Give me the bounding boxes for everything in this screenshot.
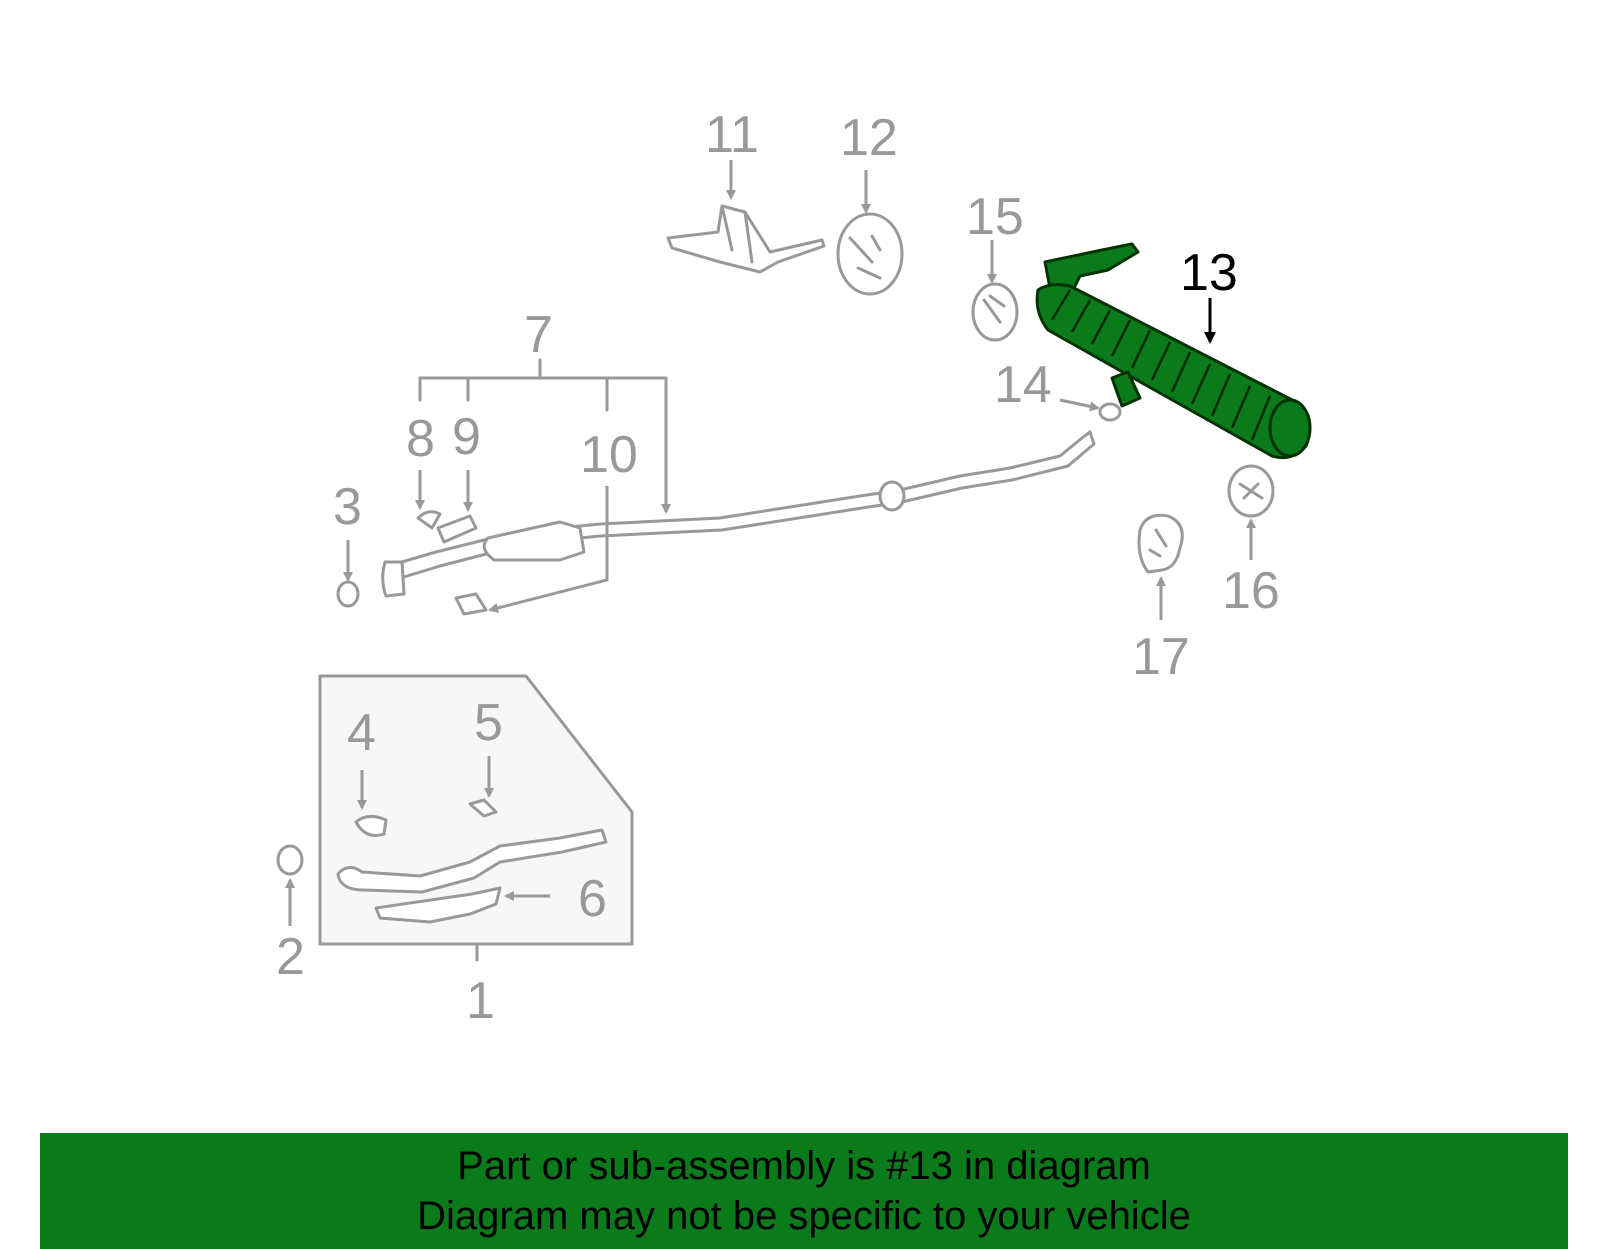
callout-labels: 11 12 15 13 14 7 8 9 10 3 16 17 4 5 6 2 … [276, 106, 1280, 1030]
part-13-muffler [1035, 242, 1312, 460]
callout-1: 1 [466, 972, 495, 1030]
part-17-hanger [1137, 513, 1184, 574]
banner-line-2: Diagram may not be specific to your vehi… [417, 1194, 1191, 1238]
part-11-bracket [666, 204, 826, 274]
callout-8: 8 [406, 410, 435, 468]
callout-17: 17 [1132, 628, 1190, 686]
part-14-gasket [1098, 402, 1122, 422]
callout-15: 15 [966, 188, 1024, 246]
part-12-insulator [836, 212, 904, 296]
callout-9: 9 [452, 408, 481, 466]
callout-2: 2 [276, 928, 305, 986]
inset-box [276, 674, 634, 946]
part-7-pipe-assembly [336, 430, 1096, 616]
info-banner: Part or sub-assembly is #13 in diagram D… [40, 1133, 1568, 1249]
callout-6: 6 [578, 870, 607, 928]
banner-line-1: Part or sub-assembly is #13 in diagram [457, 1144, 1151, 1188]
callout-10: 10 [580, 426, 638, 484]
part-16-insulator [1227, 464, 1275, 518]
callout-11: 11 [705, 106, 759, 164]
callout-16: 16 [1222, 562, 1280, 620]
callout-3: 3 [333, 478, 362, 536]
callout-5: 5 [474, 694, 503, 752]
callout-4: 4 [347, 704, 376, 762]
callout-12: 12 [840, 109, 898, 167]
part-15-insulator [971, 282, 1019, 342]
callout-14: 14 [994, 356, 1052, 414]
leader-lines [285, 160, 1256, 962]
callout-13: 13 [1180, 244, 1238, 302]
callout-7: 7 [524, 306, 553, 364]
